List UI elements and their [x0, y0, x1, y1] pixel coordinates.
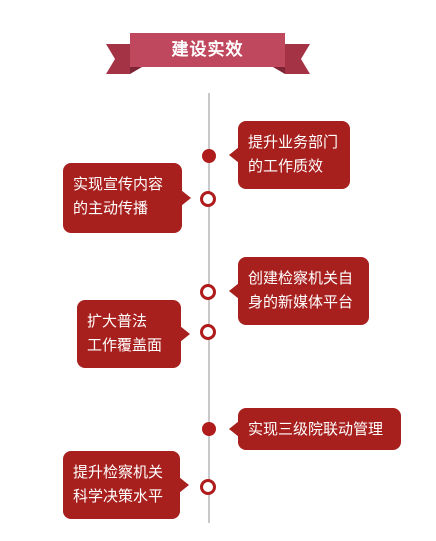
- timeline-marker-ring: [200, 284, 216, 300]
- callout-line: 创建检察机关自: [248, 269, 354, 287]
- callout-item: 扩大普法 工作覆盖面: [77, 300, 190, 368]
- timeline-marker-ring: [200, 191, 216, 207]
- title-ribbon: [106, 33, 310, 74]
- callout-line: 身的新媒体平台: [248, 293, 354, 311]
- ribbon-left-tail: [106, 44, 130, 74]
- callout-line: 科学决策水平: [73, 487, 164, 505]
- ribbon-right-fold: [273, 67, 285, 74]
- callout-line: 实现三级院联动管理: [248, 420, 384, 438]
- callout-item: 提升检察机关 科学决策水平: [63, 451, 189, 519]
- timeline-marker-filled: [202, 422, 216, 436]
- callout-line: 实现宣传内容: [73, 175, 164, 193]
- ribbon-right-tail: [285, 44, 310, 74]
- callout-item: 创建检察机关自 身的新媒体平台: [229, 257, 369, 325]
- timeline-marker-ring: [200, 324, 216, 340]
- page-title: 建设实效: [171, 40, 244, 60]
- callout-line: 提升检察机关: [73, 463, 164, 481]
- timeline-marker-filled: [202, 149, 216, 163]
- ribbon-band: [130, 33, 285, 67]
- timeline-marker-ring: [200, 479, 216, 495]
- timeline-axis: [208, 93, 210, 523]
- callout-line: 的工作质效: [248, 157, 324, 175]
- callout-item: 实现宣传内容 的主动传播: [63, 163, 191, 233]
- callout-item: 提升业务部门 的工作质效: [229, 121, 350, 189]
- ribbon-left-fold: [130, 67, 142, 74]
- callout-item: 实现三级院联动管理: [229, 408, 401, 450]
- callout-line: 工作覆盖面: [87, 336, 163, 354]
- callout-line: 的主动传播: [73, 199, 149, 217]
- callout-line: 提升业务部门: [248, 133, 339, 151]
- callout-line: 扩大普法: [87, 312, 148, 330]
